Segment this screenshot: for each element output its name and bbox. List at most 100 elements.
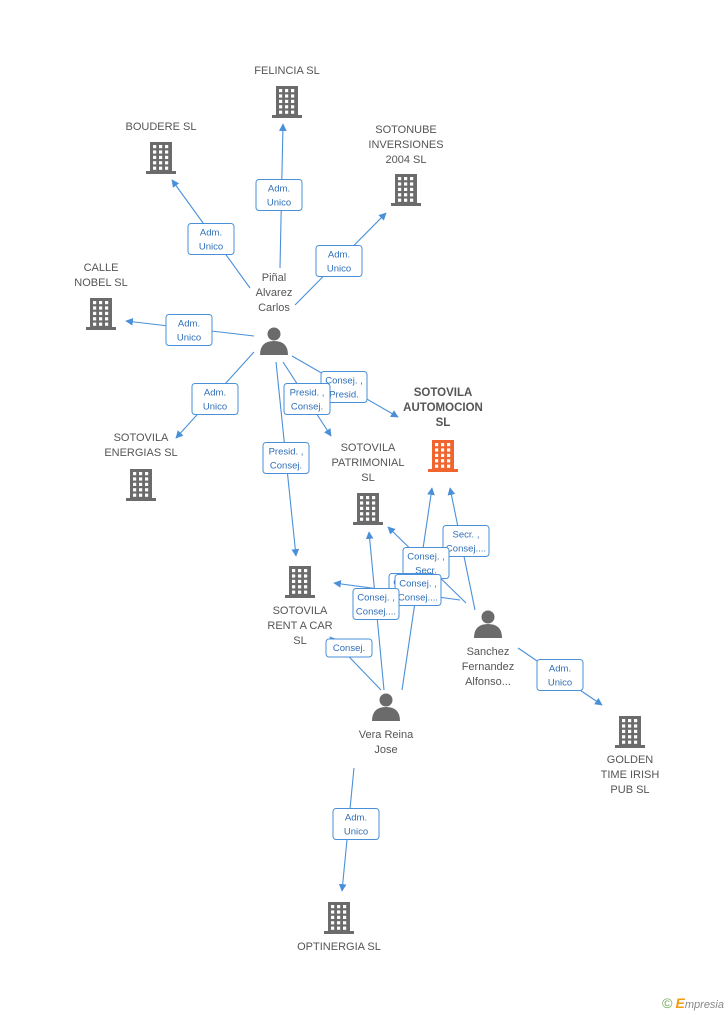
edge-label-sanchez-to-automocion[interactable]: Secr. ,Consej.... [442,525,490,557]
node-label: Fernandez [462,661,515,673]
edge-label-text: Unico [327,264,351,275]
edge-label-text: Secr. , [453,530,480,541]
edge-label-pinal-to-calle[interactable]: Adm. Unico [165,314,213,346]
brand-name: mpresia [684,999,724,1011]
node-label: SL [436,417,451,429]
edge-label-pinal-to-rentacar[interactable]: Presid. , Consej. [262,442,310,474]
node-label: SL [293,635,306,647]
node-label: SOTOVILA [414,387,473,399]
edge-label-pinal-to-patrimonial[interactable]: Presid. ,Consej. [283,383,331,415]
node-label: Alfonso... [465,676,511,688]
building-icon [146,142,176,174]
edge-label-text: Consej. [333,643,365,654]
node-label: SOTONUBE [375,124,437,136]
edge-label-text: Unico [267,198,291,209]
node-label: TIME IRISH [601,769,660,781]
edge-label-text: Adm. [345,813,367,824]
edge-label-text: Presid. [329,390,359,401]
node-label: ENERGIAS SL [104,447,177,459]
edge-label-text: Unico [203,402,227,413]
node-label: SOTOVILA [273,605,328,617]
node-felincia[interactable]: FELINCIA SL [254,65,320,118]
edge-label-pinal-to-automocion[interactable]: Consej. , Presid. [320,371,368,403]
node-label: NOBEL SL [74,277,127,289]
node-label: Jose [374,744,397,756]
edge-label-pinal-to-boudere[interactable]: Adm. Unico [187,223,235,255]
node-label: Sanchez [467,646,510,658]
person-icon [372,693,400,721]
edge-label-text: Adm. [178,319,200,330]
node-label: GOLDEN [607,754,654,766]
building-icon [353,493,383,525]
edge-label-text: Adm. [268,184,290,195]
person-icon [474,610,502,638]
node-energias[interactable]: SOTOVILA ENERGIAS SL [104,432,178,501]
node-sanchez[interactable]: SanchezFernandezAlfonso... [462,610,515,689]
node-label: RENT A CAR [267,620,332,632]
edge-label-text: Adm. [204,388,226,399]
edge-label-sanchez-to-golden[interactable]: Adm. Unico [536,659,584,691]
edge-label-text: Adm. [328,250,350,261]
edge-label-pinal-to-felincia[interactable]: Adm. Unico [255,179,303,211]
person-icon [260,327,288,355]
edge-label-text: Adm. [200,228,222,239]
building-icon [272,86,302,118]
node-rentacar[interactable]: SOTOVILA RENT A CAR SL [267,566,333,647]
building-icon [86,298,116,330]
node-optinergia[interactable]: OPTINERGIA SL [297,902,381,953]
building-icon [428,440,458,472]
edge-label-text: Consej. , [357,593,395,604]
building-icon [615,716,645,748]
node-boudere[interactable]: BOUDERE SL [126,121,197,174]
building-icon [391,174,421,206]
node-golden[interactable]: GOLDEN TIME IRISH PUB SL [601,716,660,796]
node-label: Alvarez [256,287,293,299]
node-label: SOTOVILA [341,442,396,454]
node-label: PATRIMONIAL [332,457,405,469]
nodes-layer: FELINCIA SL BOUDERE SL SOTONUBE INVERSIONES… [74,65,659,953]
edge-label-vera-to-patrimonial[interactable]: Consej. , Consej.... [352,588,400,620]
node-label: Vera Reina [359,729,414,741]
edge-label-text: Consej. , [407,552,445,563]
node-label: Carlos [258,302,290,314]
edge-label-vera-to-optinergia[interactable]: Adm. Unico [332,808,380,840]
node-sotonube[interactable]: SOTONUBE INVERSIONES 2004 SL [368,124,444,206]
edge-label-text: Consej. , [325,376,363,387]
building-icon [285,566,315,598]
node-label: INVERSIONES [368,139,443,151]
node-label: AUTOMOCION [403,402,483,414]
edge-label-text: Unico [344,827,368,838]
node-automocion[interactable]: SOTOVILA AUTOMOCION SL [403,387,483,472]
edge-label-text: Unico [177,333,201,344]
node-calle[interactable]: CALLE NOBEL SL [74,262,128,330]
node-label: CALLE [84,262,119,274]
edge-label-pinal-to-sotonube[interactable]: Adm. Unico [315,245,363,277]
edge-label-text: Adm. [549,664,571,675]
copyright-symbol: © [662,995,673,1011]
node-label: BOUDERE SL [126,121,197,133]
edge-label-text: Presid. , [290,388,325,399]
node-patrimonial[interactable]: SOTOVILA PATRIMONIAL SL [332,442,405,525]
building-icon [324,902,354,934]
brand-footer: © Empresia [662,995,724,1011]
edge-label-vera-to-automocion[interactable]: Consej. ,Consej.... [394,574,442,606]
edge-label-text: Consej.... [356,607,396,618]
edge-label-text: Consej. [270,461,302,472]
node-label: OPTINERGIA SL [297,941,381,953]
edge-label-text: Consej. , [399,579,437,590]
edge-label-text: Unico [548,678,572,689]
edge-labels-layer: Adm.UnicoAdm.UnicoAdm.UnicoAdm.UnicoAdm.… [165,179,584,840]
node-label: SL [361,472,374,484]
node-label: 2004 SL [386,154,427,166]
edge-label-vera-to-rentacar[interactable]: Consej. [325,638,373,658]
edge-label-text: Presid. , [269,447,304,458]
edge-label-pinal-to-energias[interactable]: Adm. Unico [191,383,239,415]
node-label: SOTOVILA [114,432,169,444]
brand-initial: E [675,995,685,1011]
node-label: PUB SL [610,784,649,796]
node-label: Piñal [262,272,286,284]
edge-label-text: Unico [199,242,223,253]
